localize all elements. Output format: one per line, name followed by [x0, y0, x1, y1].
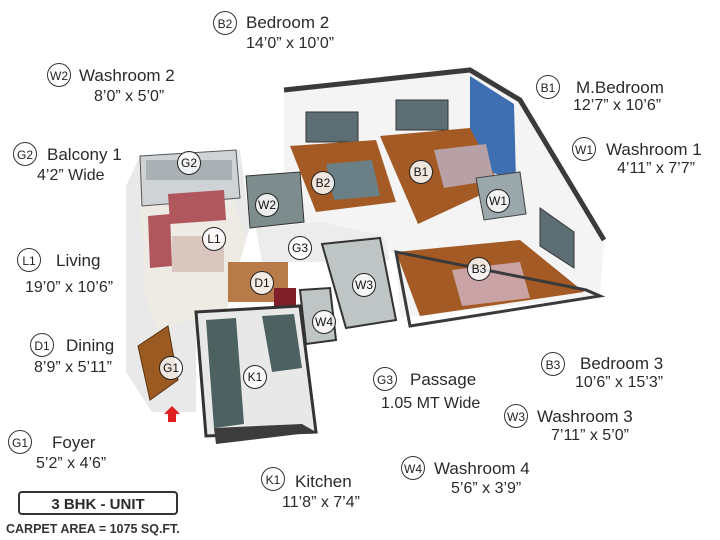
sofa	[168, 190, 226, 224]
bedroom2-bed	[326, 160, 380, 200]
marker-l1: L1	[202, 227, 226, 251]
legend-room-size: 8’0” x 5’0”	[94, 88, 165, 105]
legend-badge: W2	[47, 63, 71, 87]
legend-room-name: Washroom 1	[606, 140, 702, 159]
bedroom3-wall-edge	[394, 250, 606, 328]
legend-room-size: 10’6” x 15’3”	[575, 374, 664, 391]
legend-badge: L1	[17, 248, 41, 272]
unit-type-label: 3 BHK - UNIT	[18, 491, 178, 515]
legend-badge: D1	[30, 333, 54, 357]
legend-room-size: 1.05 MT Wide	[381, 395, 481, 412]
legend-room-name: Washroom 4	[434, 459, 530, 478]
legend-badge: G3	[373, 367, 397, 391]
master-bed	[434, 144, 494, 188]
wall-top	[283, 67, 607, 242]
legend-room-name: Living	[56, 251, 101, 270]
marker-k1: K1	[243, 365, 267, 389]
legend-room-name: Bedroom 2	[246, 13, 330, 32]
marker-d1: D1	[250, 271, 274, 295]
window-bedroom3	[539, 207, 575, 269]
legend-room-size: 12’7” x 10’6”	[573, 97, 662, 114]
marker-b3: B3	[467, 257, 491, 281]
legend-badge: W4	[401, 456, 425, 480]
marker-w4: W4	[312, 310, 336, 334]
legend-room-size: 5’2” x 4’6”	[36, 455, 107, 472]
kitchen-counter-left	[206, 318, 244, 428]
legend-room-size: 19’0” x 10’6”	[25, 279, 114, 296]
carpet-area-label: CARPET AREA = 1075 SQ.FT.	[6, 522, 180, 536]
marker-g1: G1	[159, 356, 183, 380]
legend-room-size: 5’6” x 3’9”	[451, 480, 522, 497]
legend-room-size: 4’11” x 7’7”	[617, 160, 695, 177]
legend-room-size: 11’8” x 7’4”	[282, 494, 360, 511]
legend-room-name: Foyer	[52, 433, 96, 452]
legend-badge: G1	[8, 430, 32, 454]
kitchen-counter-right	[262, 314, 302, 372]
marker-g2: G2	[177, 151, 201, 175]
marker-w2: W2	[255, 193, 279, 217]
marker-b2: B2	[311, 171, 335, 195]
legend-badge: G2	[13, 142, 37, 166]
entry-door	[137, 325, 179, 401]
legend-badge: K1	[261, 467, 285, 491]
window-bedroom2	[305, 111, 359, 143]
marker-w1: W1	[486, 189, 510, 213]
marker-w3: W3	[352, 273, 376, 297]
marker-g3: G3	[288, 236, 312, 260]
legend-badge: W1	[572, 137, 596, 161]
legend-room-size: 7’11” x 5’0”	[551, 427, 629, 444]
legend-room-name: Balcony 1	[47, 145, 122, 164]
legend-room-name: M.Bedroom	[576, 78, 664, 97]
legend-badge: W3	[504, 404, 528, 428]
legend-badge: B1	[536, 75, 560, 99]
marker-b1: B1	[409, 160, 433, 184]
kitchen-base	[214, 424, 316, 444]
legend-room-name: Kitchen	[295, 472, 352, 491]
legend-room-name: Dining	[66, 336, 115, 355]
legend-room-name: Washroom 2	[79, 66, 175, 85]
legend-room-size: 4’2” Wide	[37, 167, 105, 184]
legend-badge: B2	[213, 11, 237, 35]
legend-room-size: 14’0” x 10’0”	[246, 35, 335, 52]
legend-room-name: Bedroom 3	[580, 354, 664, 373]
sofa-side	[148, 214, 172, 268]
entry-arrow-icon	[164, 406, 180, 422]
legend-room-size: 8’9” x 5’11”	[34, 359, 112, 376]
legend-room-name: Passage	[410, 370, 477, 389]
legend-room-name: Washroom 3	[537, 407, 633, 426]
legend-badge: B3	[541, 352, 565, 376]
window-master	[395, 99, 449, 131]
